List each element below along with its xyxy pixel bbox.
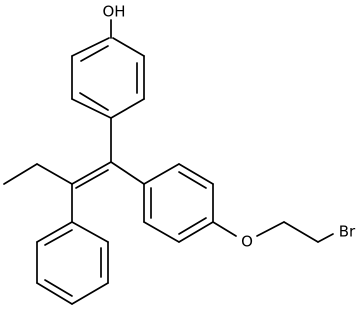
ethyl-group [3,163,73,185]
hydroxyl-label: OH [102,3,125,21]
bromoethoxyphenyl-ring [143,163,214,243]
bromoethyl-chain [256,221,334,243]
alkene-double-bond [71,161,112,189]
ether-oxygen-label: O [241,233,253,251]
phenol-ring [71,37,145,119]
phenyl-ring [36,221,109,305]
aryl-ether-bond [212,221,237,237]
alkene-to-aryl-bond [110,161,145,185]
bromine-label: Br [339,223,356,241]
